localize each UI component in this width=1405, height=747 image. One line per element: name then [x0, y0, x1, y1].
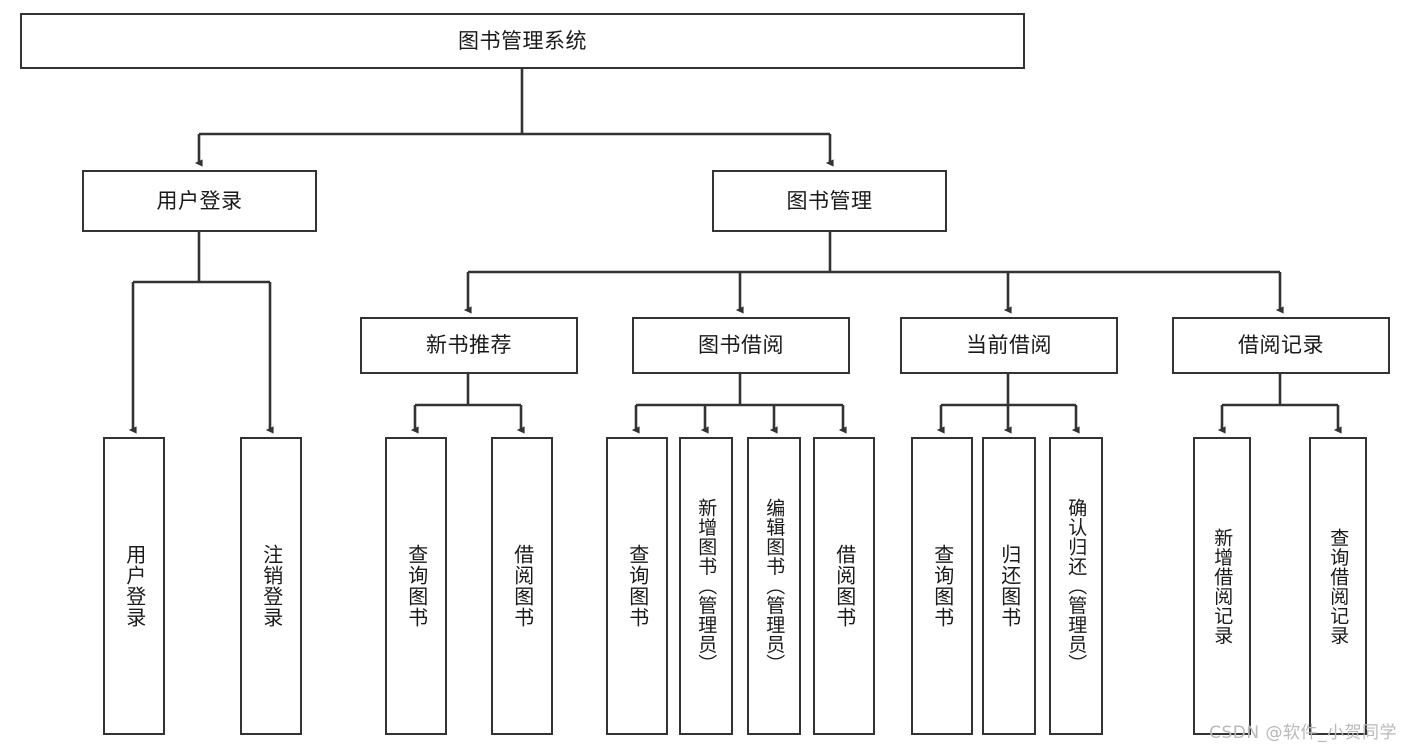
node-book-borrow[interactable]: 图书借阅 [632, 317, 850, 374]
node-book-manage-label: 图书管理 [786, 188, 873, 213]
node-current-borrow-label: 当前借阅 [966, 333, 1052, 358]
watermark-text: CSDN @软件_小贺同学 [1209, 723, 1397, 743]
node-leaf-query-book-3[interactable]: 查询图书 [911, 437, 973, 735]
node-leaf-borrow-book-1[interactable]: 借阅图书 [491, 437, 553, 735]
node-leaf-user-login-label: 用户登录 [122, 544, 147, 628]
node-leaf-user-logout-label: 注销登录 [259, 544, 284, 628]
node-new-book-recommend[interactable]: 新书推荐 [360, 317, 578, 374]
node-leaf-query-borrow-record[interactable]: 查询借阅记录 [1309, 437, 1367, 735]
node-borrow-record-label: 借阅记录 [1238, 333, 1324, 358]
node-borrow-record[interactable]: 借阅记录 [1172, 317, 1390, 374]
node-user-login-label: 用户登录 [156, 188, 243, 213]
node-leaf-borrow-book-2[interactable]: 借阅图书 [813, 437, 875, 735]
node-leaf-borrow-book-2-label: 借阅图书 [832, 544, 857, 628]
node-current-borrow[interactable]: 当前借阅 [900, 317, 1118, 374]
node-leaf-user-login[interactable]: 用户登录 [103, 437, 165, 735]
node-leaf-user-logout[interactable]: 注销登录 [240, 437, 302, 735]
node-book-borrow-label: 图书借阅 [698, 333, 784, 358]
node-root-label: 图书管理系统 [458, 28, 587, 53]
node-leaf-query-book-2[interactable]: 查询图书 [606, 437, 668, 735]
node-leaf-confirm-return[interactable]: 确认归还（管理员） [1049, 437, 1103, 735]
node-leaf-query-book-2-label: 查询图书 [625, 544, 650, 628]
node-leaf-query-book-1-label: 查询图书 [404, 544, 429, 628]
node-leaf-add-borrow-record[interactable]: 新增借阅记录 [1193, 437, 1251, 735]
node-leaf-add-book[interactable]: 新增图书（管理员） [679, 437, 733, 735]
node-leaf-query-borrow-record-label: 查询借阅记录 [1327, 527, 1350, 645]
node-user-login[interactable]: 用户登录 [82, 170, 317, 232]
node-leaf-edit-book-label: 编辑图书（管理员） [763, 498, 786, 674]
node-leaf-add-borrow-record-label: 新增借阅记录 [1211, 527, 1234, 645]
node-leaf-confirm-return-label: 确认归还（管理员） [1065, 498, 1088, 674]
node-leaf-return-book[interactable]: 归还图书 [982, 437, 1036, 735]
node-book-manage[interactable]: 图书管理 [712, 170, 947, 232]
node-leaf-query-book-3-label: 查询图书 [930, 544, 955, 628]
node-leaf-borrow-book-1-label: 借阅图书 [510, 544, 535, 628]
node-leaf-return-book-label: 归还图书 [997, 544, 1022, 628]
node-leaf-add-book-label: 新增图书（管理员） [695, 498, 718, 674]
node-root[interactable]: 图书管理系统 [20, 13, 1025, 69]
node-leaf-query-book-1[interactable]: 查询图书 [385, 437, 447, 735]
node-leaf-edit-book[interactable]: 编辑图书（管理员） [747, 437, 801, 735]
node-new-book-recommend-label: 新书推荐 [426, 333, 512, 358]
